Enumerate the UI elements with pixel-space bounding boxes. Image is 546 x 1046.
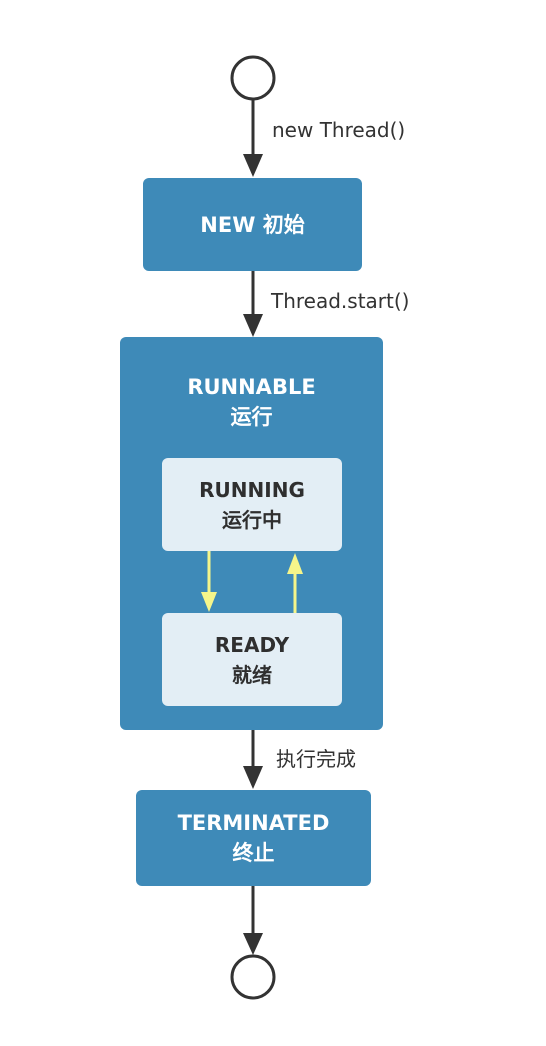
substate-ready: READY 就绪: [162, 613, 342, 706]
state-new: NEW 初始: [143, 178, 362, 271]
edge-label-thread-start: Thread.start(): [271, 289, 410, 313]
end-node: [230, 954, 276, 1000]
state-new-label: NEW 初始: [200, 212, 305, 237]
edge-label-new-thread: new Thread(): [272, 118, 406, 142]
substate-running-sublabel: 运行中: [222, 507, 282, 532]
state-runnable-sublabel: 运行: [230, 405, 273, 429]
state-runnable-title: RUNNABLE 运行: [120, 372, 383, 432]
arrow-terminated-to-end: [243, 886, 263, 955]
state-runnable-label: RUNNABLE: [187, 375, 316, 399]
arrow-runnable-to-terminated: [243, 730, 263, 789]
substate-ready-sublabel: 就绪: [232, 662, 272, 687]
state-terminated-label: TERMINATED: [177, 811, 330, 835]
edge-label-execution-complete: 执行完成: [276, 747, 356, 771]
start-node: [230, 55, 276, 101]
arrow-new-to-runnable: [243, 271, 263, 337]
substate-ready-label: READY: [214, 632, 290, 657]
state-terminated-sublabel: 终止: [232, 841, 275, 865]
substate-running-label: RUNNING: [199, 477, 305, 502]
state-terminated: TERMINATED 终止: [136, 790, 371, 886]
arrow-start-to-new: [243, 99, 263, 177]
substate-running: RUNNING 运行中: [162, 458, 342, 551]
